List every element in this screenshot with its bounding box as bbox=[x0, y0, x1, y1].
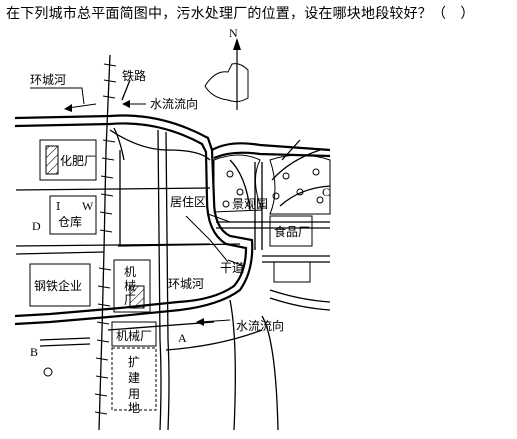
flow-arrow-bottom-icon bbox=[196, 318, 231, 326]
ring-river-top-label: 环城河 bbox=[30, 73, 66, 87]
residential-label: 居住区 bbox=[170, 195, 206, 209]
mark-i-label: I bbox=[56, 200, 60, 213]
question-text: 在下列城市总平面简图中，污水处理厂的位置，设在哪块地段较好？（ ） bbox=[6, 6, 475, 22]
machinery-hatch bbox=[129, 285, 145, 309]
leader-main-road bbox=[227, 259, 245, 267]
leader-park bbox=[207, 213, 231, 223]
letter-c-label: C bbox=[322, 185, 330, 199]
location-circle-icon bbox=[43, 367, 53, 377]
fertilizer-label: 化肥厂 bbox=[60, 154, 96, 168]
machinery-h-box bbox=[111, 321, 157, 347]
letter-d-label: D bbox=[32, 219, 41, 233]
fertilizer-plant-box bbox=[39, 139, 97, 181]
steel-label: 钢铁企业 bbox=[34, 278, 82, 293]
railway-line bbox=[94, 54, 117, 431]
machinery-v-box bbox=[113, 259, 151, 313]
leader-residential bbox=[185, 215, 229, 263]
letter-w-label: W bbox=[82, 199, 94, 213]
flow-top-label: 水流流向 bbox=[150, 96, 198, 111]
ring-river-mid-label: 环城河 bbox=[168, 277, 204, 291]
park-trees-icon bbox=[213, 154, 331, 215]
leader-line bbox=[30, 87, 85, 105]
flow-arrow-top-icon bbox=[64, 100, 146, 112]
main-road-label: 干道 bbox=[220, 261, 244, 275]
steel-enterprise-box bbox=[29, 263, 91, 307]
machinery-h-label: 机械厂 bbox=[116, 328, 152, 343]
warehouse-label: 仓库 bbox=[58, 214, 82, 229]
railway-label: 铁路 bbox=[122, 68, 146, 83]
north-label: N bbox=[229, 26, 238, 40]
letter-b-label: B bbox=[30, 345, 38, 359]
food-factory-box bbox=[269, 215, 313, 247]
road-network bbox=[15, 79, 331, 431]
fertilizer-hatch bbox=[45, 145, 59, 175]
machinery-v-label: 机 械 厂 bbox=[124, 265, 140, 307]
food-annex-box bbox=[273, 261, 311, 283]
food-label: 食品厂 bbox=[274, 224, 310, 239]
north-arrow-icon: N bbox=[204, 26, 249, 110]
warehouse-box bbox=[49, 195, 97, 235]
expansion-label: 扩 建 用 地 bbox=[128, 355, 144, 415]
park-label: 景观园 bbox=[232, 197, 268, 211]
letter-a-label: A bbox=[178, 331, 187, 345]
expansion-land-box bbox=[111, 347, 157, 411]
flow-bottom-label: 水流流向 bbox=[236, 318, 284, 333]
